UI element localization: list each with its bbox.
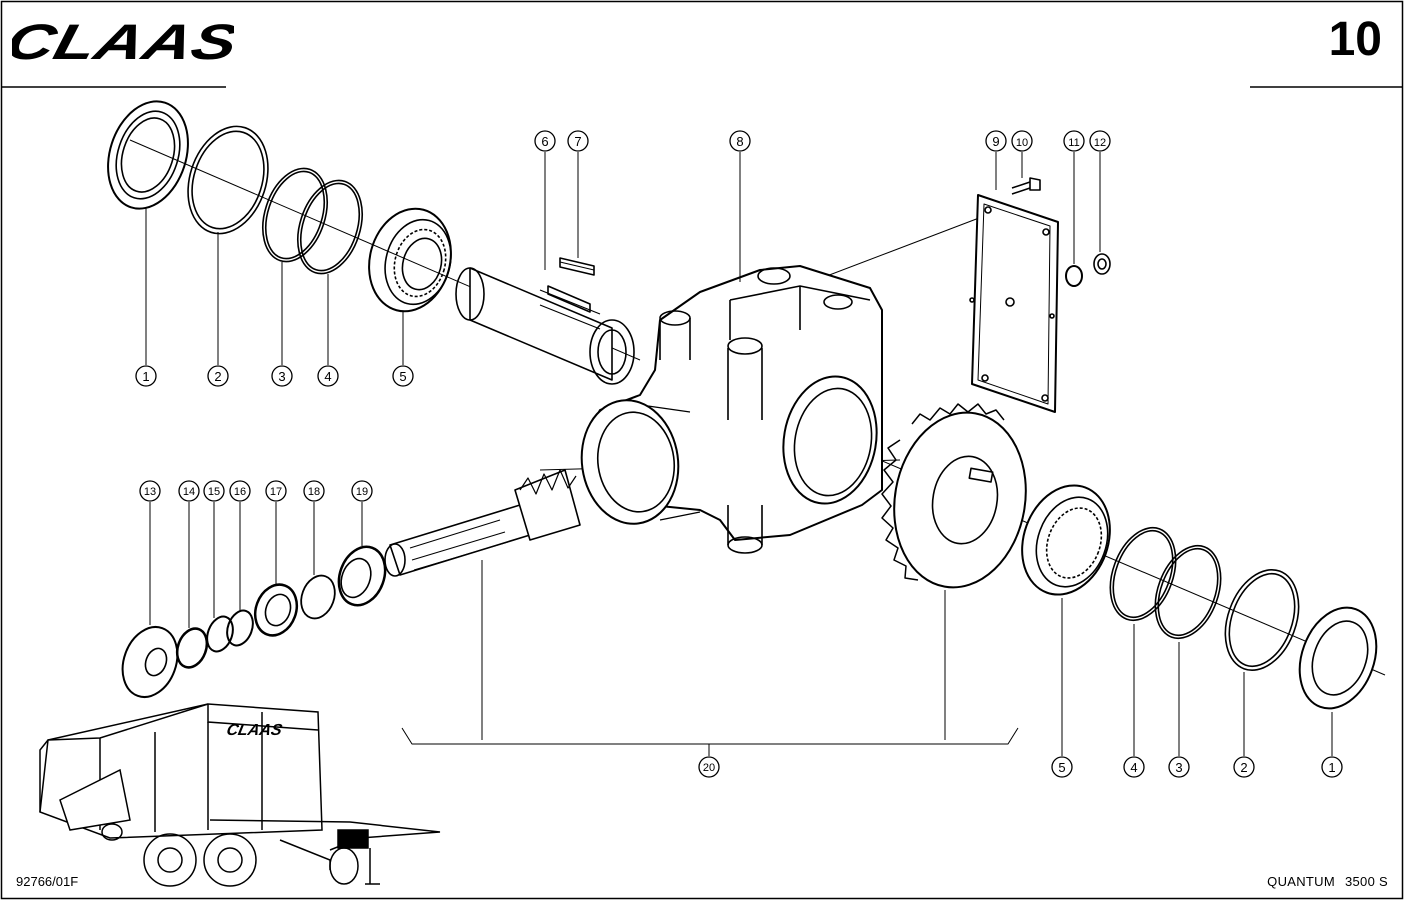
baler-illustration: CLAAS <box>39 703 441 887</box>
callout-11: 11 <box>1068 137 1079 149</box>
callout-4-bottom: 4 <box>1130 760 1137 775</box>
bearing-19 <box>337 545 387 607</box>
callout-4-top: 4 <box>324 369 331 384</box>
bearing-5-top <box>368 207 452 313</box>
gearbox-housing-8 <box>580 265 883 554</box>
callout-8: 8 <box>736 134 743 149</box>
baler-logo-text: CLAAS <box>225 721 284 739</box>
crown-gear <box>881 403 1027 589</box>
callout-9: 9 <box>992 134 999 149</box>
o-ring-3-top <box>262 167 328 263</box>
claas-logo: CLAAS <box>12 14 234 66</box>
callout-3-top: 3 <box>278 369 285 384</box>
callout-12: 12 <box>1094 137 1106 149</box>
callout-15: 15 <box>208 486 220 498</box>
o-ring-3-bottom <box>1154 544 1222 640</box>
callout-2-bottom: 2 <box>1240 760 1247 775</box>
callout-13: 13 <box>144 486 156 498</box>
callout-1-bottom: 1 <box>1328 760 1335 775</box>
callout-5-top: 5 <box>399 369 406 384</box>
model-name: QUANTUM <box>1267 874 1335 889</box>
seal-13 <box>121 626 179 698</box>
callout-3-bottom: 3 <box>1175 760 1182 775</box>
page-number: 10 <box>1328 13 1382 66</box>
pinion-shaft <box>384 469 581 577</box>
callout-2-top: 2 <box>214 369 221 384</box>
callout-19: 19 <box>356 486 368 498</box>
bearing-5-bottom <box>1021 484 1111 596</box>
callout-18: 18 <box>308 486 320 498</box>
callout-7: 7 <box>574 134 581 149</box>
bolt-10 <box>1011 177 1041 195</box>
callout-6: 6 <box>541 134 548 149</box>
bearing-17 <box>253 583 299 637</box>
callout-14: 14 <box>183 486 195 498</box>
logo-text: CLAAS <box>12 14 234 66</box>
callout-10: 10 <box>1016 137 1028 149</box>
callout-20: 20 <box>703 762 715 774</box>
ring-16 <box>226 609 254 647</box>
cover-plate-9 <box>969 194 1059 413</box>
callout-16: 16 <box>234 486 246 498</box>
o-ring-4-bottom <box>1109 526 1177 622</box>
o-ring-4-top <box>297 179 363 275</box>
callout-17: 17 <box>270 486 282 498</box>
model-number: 3500 S <box>1344 874 1388 889</box>
callout-5-bottom: 5 <box>1058 760 1065 775</box>
callout-1-top: 1 <box>142 369 149 384</box>
ring-18 <box>300 574 336 620</box>
seal-ring-1-bottom <box>1298 606 1378 710</box>
plug-12 <box>1093 253 1111 275</box>
model-label: QUANTUM 3500 S <box>1257 874 1388 889</box>
ring-14 <box>175 627 209 669</box>
washer-11 <box>1065 265 1083 287</box>
drawing-id: 92766/01F <box>16 874 79 889</box>
shim-2-top <box>187 125 269 235</box>
key-7 <box>559 257 595 276</box>
seal-ring-1-top <box>107 100 189 210</box>
shaft-sleeve-6 <box>455 267 635 385</box>
shim-2-bottom <box>1224 568 1300 672</box>
ring-15 <box>206 615 234 653</box>
